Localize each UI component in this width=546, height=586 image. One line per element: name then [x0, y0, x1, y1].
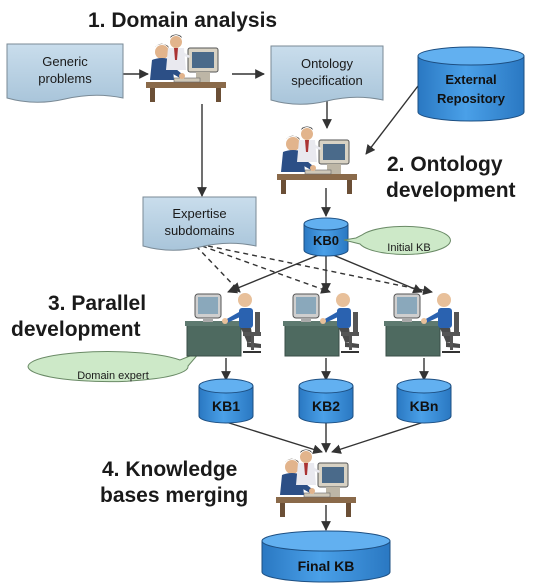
external-repository-label: External Repository	[418, 70, 524, 108]
connector-arrows	[123, 69, 433, 531]
generic-problems-line2: problems	[38, 71, 92, 86]
domain-expert-icon	[383, 292, 461, 357]
ontology-specification-doc	[270, 45, 384, 105]
generic-problems-label: Generic problems	[7, 53, 123, 87]
stage-3-title-line1: 3. Parallel	[48, 292, 147, 315]
stage-4-title-line1: 4. Knowledge	[102, 458, 238, 481]
initial-kb-callout	[343, 225, 451, 255]
expertise-subdomains-line1: Expertise	[172, 206, 227, 221]
external-repository-line2: Repository	[437, 91, 505, 106]
external-repository-db	[417, 46, 525, 122]
expertise-subdomains-line2: subdomains	[164, 223, 235, 238]
kbn-label: KBn	[409, 398, 439, 414]
domain-expert-icon	[184, 292, 262, 357]
domain-expert-icon	[282, 292, 360, 357]
initial-kb-label: Initial KB	[387, 242, 431, 254]
expertise-subdomains-label: Expertise subdomains	[143, 205, 256, 239]
kb1-db	[198, 378, 254, 424]
ontology-specification-label: Ontology specification	[271, 55, 383, 89]
stage-4-title-line2: bases merging	[100, 484, 249, 507]
kb2-db	[298, 378, 354, 424]
workstation-user-icon	[276, 126, 358, 195]
stage-3-title-line2: development	[11, 318, 141, 341]
ontology-specification-line2: specification	[291, 73, 363, 88]
stage-2-title-line1: 2. Ontology	[387, 153, 503, 176]
generic-problems-line1: Generic	[42, 54, 88, 69]
ontology-specification-line1: Ontology	[300, 56, 354, 71]
workstation-user-icon	[145, 34, 227, 103]
domain-expert-callout	[27, 351, 201, 383]
expertise-subdomains-doc	[142, 196, 257, 251]
stage-1-title: 1. Domain analysis	[88, 9, 278, 32]
final-kb-label: Final KB	[297, 558, 355, 574]
generic-problems-doc	[6, 43, 124, 103]
kb1-label: KB1	[211, 398, 240, 414]
kb0-db	[303, 217, 349, 257]
final-kb-db	[261, 530, 391, 583]
kbn-db	[396, 378, 452, 424]
kb2-label: KB2	[311, 398, 340, 414]
kb0-label: KB0	[312, 233, 339, 248]
external-repository-line1: External	[445, 72, 497, 87]
workstation-user-icon	[275, 449, 357, 518]
domain-expert-label: Domain expert	[77, 370, 149, 382]
stage-2-title-line2: development	[386, 179, 516, 202]
